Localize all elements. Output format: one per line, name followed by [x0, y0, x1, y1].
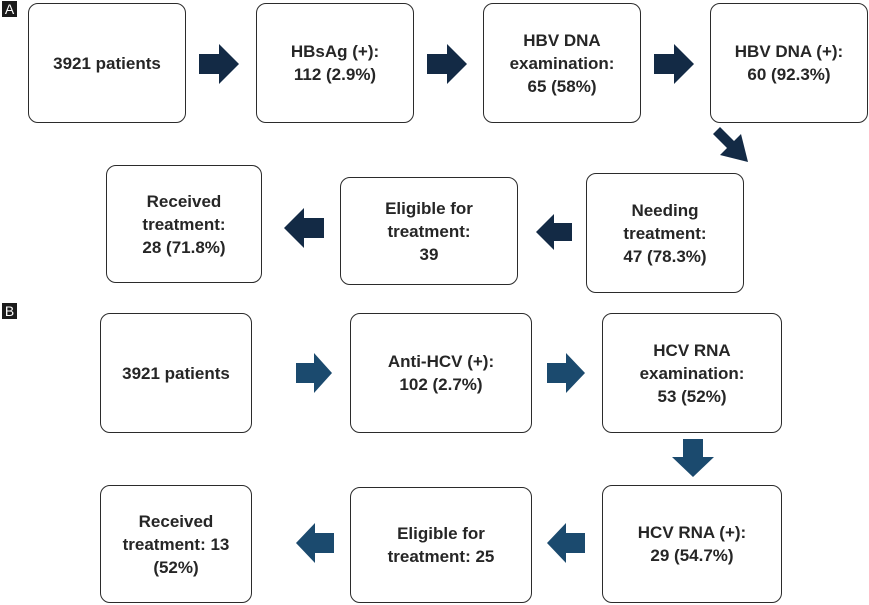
hcv-box-rna-positive-text: HCV RNA (+): 29 (54.7%)	[637, 523, 747, 565]
panel-a-label: A	[2, 1, 17, 17]
hbv-box-needing-treatment-text: Needing treatment: 47 (78.3%)	[623, 200, 707, 266]
hcv-arrow-left-1	[547, 523, 585, 563]
hbv-arrow-left-2	[284, 208, 324, 248]
hbv-box-eligible-text: Eligible for treatment: 39	[385, 198, 473, 264]
hcv-box-patients-text: 3921 patients	[122, 363, 230, 383]
hbv-box-patients-text: 3921 patients	[53, 53, 161, 73]
hbv-box-dna-positive-text: HBV DNA (+): 60 (92.3%)	[734, 42, 844, 84]
hcv-box-eligible-text: Eligible for treatment: 25	[387, 524, 495, 566]
hcv-arrow-right-1-shape	[296, 353, 332, 393]
hcv-box-received-text: Received treatment: 13 (52%)	[122, 511, 230, 577]
hbv-arrow-left-1-shape	[536, 214, 572, 250]
hbv-box-dna-exam: HBV DNA examination: 65 (58%)	[483, 3, 641, 123]
hcv-box-rna-exam-text: HCV RNA examination: 53 (52%)	[639, 340, 745, 406]
hbv-box-received-text: Received treatment: 28 (71.8%)	[142, 191, 226, 257]
hcv-box-rna-positive: HCV RNA (+): 29 (54.7%)	[602, 485, 782, 603]
hbv-arrow-left-1	[536, 214, 572, 250]
hcv-arrow-right-2-shape	[547, 353, 585, 393]
hcv-box-patients: 3921 patients	[100, 313, 252, 433]
hbv-box-dna-positive: HBV DNA (+): 60 (92.3%)	[710, 3, 868, 123]
hbv-arrow-right-1	[199, 44, 239, 84]
hcv-arrow-left-1-shape	[547, 523, 585, 563]
hcv-arrow-left-2	[296, 523, 334, 563]
hbv-arrow-right-3-shape	[654, 44, 694, 84]
hcv-arrow-down-shape	[672, 439, 714, 477]
hbv-box-received: Received treatment: 28 (71.8%)	[106, 165, 262, 283]
hcv-box-received: Received treatment: 13 (52%)	[100, 485, 252, 603]
hcv-box-eligible: Eligible for treatment: 25	[350, 487, 532, 603]
hbv-box-hbsag-text: HBsAg (+): 112 (2.9%)	[290, 42, 380, 84]
hcv-arrow-right-2	[547, 353, 585, 393]
hbv-box-eligible: Eligible for treatment: 39	[340, 177, 518, 285]
hcv-arrow-down	[672, 439, 714, 477]
hcv-box-anti-hcv-text: Anti-HCV (+): 102 (2.7%)	[387, 352, 495, 394]
hbv-arrow-left-2-shape	[284, 208, 324, 248]
hbv-box-needing-treatment: Needing treatment: 47 (78.3%)	[586, 173, 744, 293]
hbv-arrow-right-1-shape	[199, 44, 239, 84]
hcv-box-anti-hcv: Anti-HCV (+): 102 (2.7%)	[350, 313, 532, 433]
hbv-arrow-right-3	[654, 44, 694, 84]
hcv-arrow-right-1	[296, 353, 332, 393]
hcv-arrow-left-2-shape	[296, 523, 334, 563]
panel-b-label: B	[2, 303, 17, 319]
hbv-arrow-right-2	[427, 44, 467, 84]
hcv-box-rna-exam: HCV RNA examination: 53 (52%)	[602, 313, 782, 433]
hbv-box-hbsag: HBsAg (+): 112 (2.9%)	[256, 3, 414, 123]
hbv-arrow-right-2-shape	[427, 44, 467, 84]
hbv-box-dna-exam-text: HBV DNA examination: 65 (58%)	[509, 30, 615, 96]
hbv-arrow-down-diag-shape	[713, 127, 748, 162]
hbv-box-patients: 3921 patients	[28, 3, 186, 123]
hbv-arrow-down-diag	[713, 127, 748, 162]
